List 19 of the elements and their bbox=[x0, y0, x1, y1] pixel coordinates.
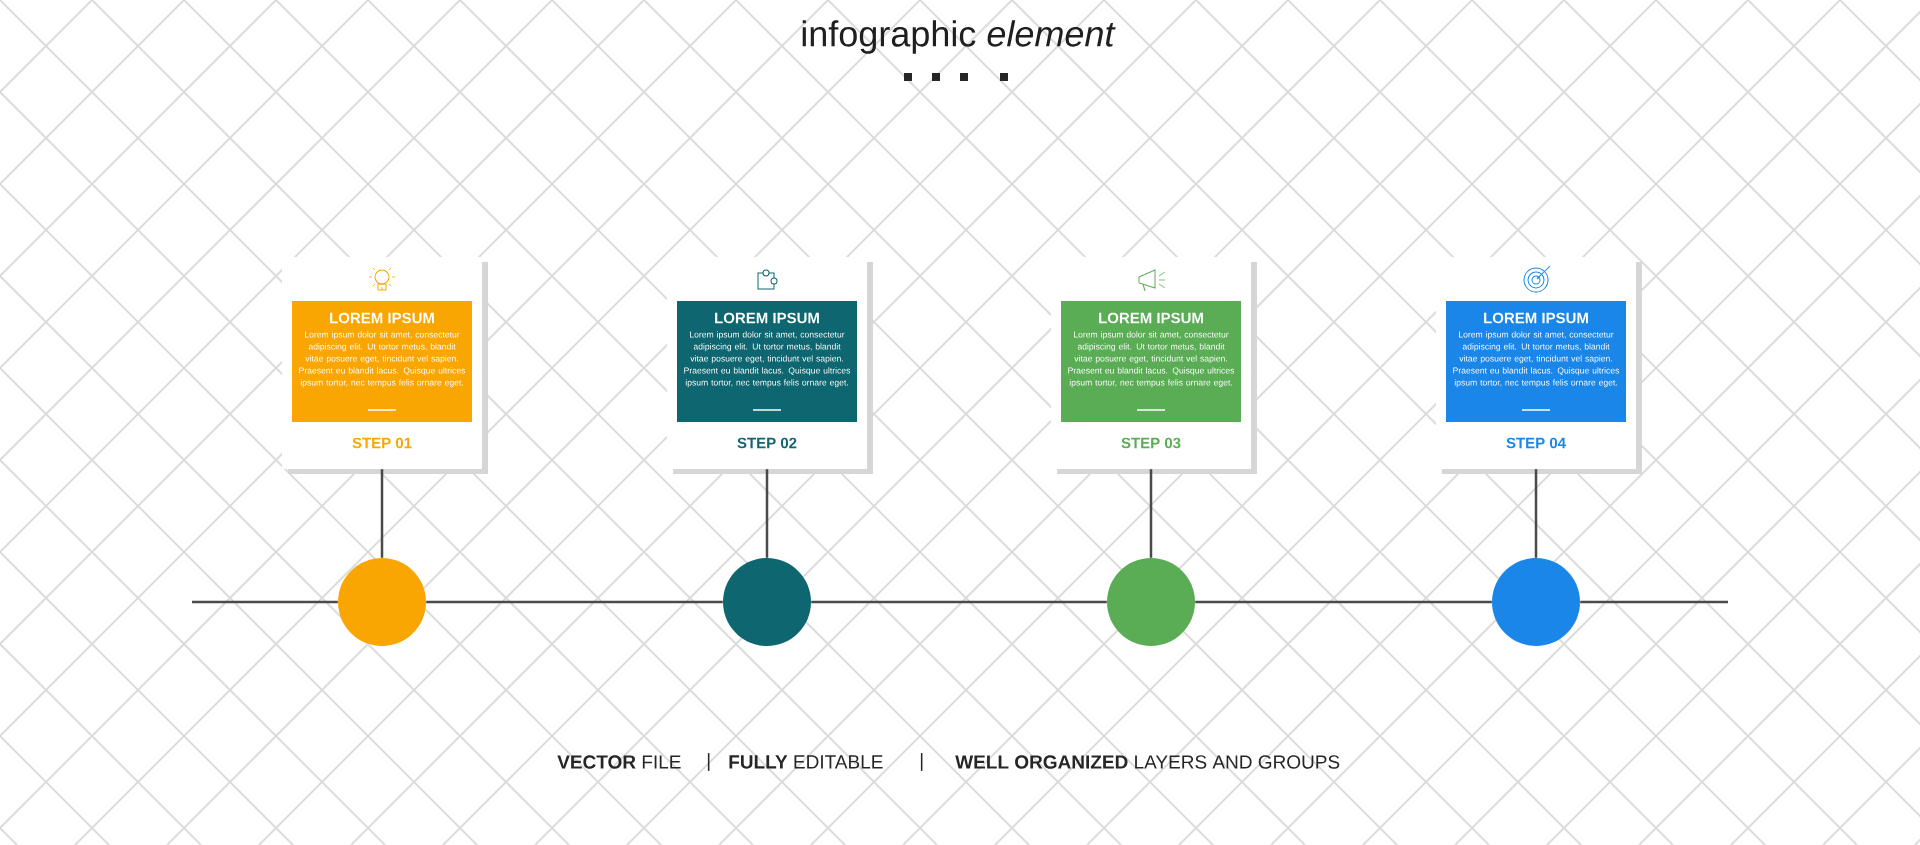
timeline-line bbox=[1195, 600, 1492, 604]
connector-line bbox=[380, 469, 384, 558]
separator: | bbox=[707, 753, 710, 771]
footer-text: VECTOR FILE bbox=[557, 755, 681, 769]
timeline-circle bbox=[1492, 558, 1580, 646]
connector-line bbox=[1149, 469, 1153, 558]
timeline-line bbox=[192, 600, 338, 604]
timeline-circle bbox=[338, 558, 426, 646]
title: infographic element bbox=[802, 20, 1116, 54]
connector-line bbox=[765, 469, 769, 558]
connector-line bbox=[1534, 469, 1538, 558]
separator: | bbox=[920, 753, 923, 771]
timeline-line bbox=[426, 600, 723, 604]
timeline-line bbox=[1580, 600, 1728, 604]
footer-text: FULLY EDITABLE bbox=[729, 755, 883, 769]
timeline-circle bbox=[1107, 558, 1195, 646]
footer-text: WELL ORGANIZED LAYERS AND GROUPS bbox=[955, 755, 1340, 769]
timeline-circle bbox=[723, 558, 811, 646]
timeline-line bbox=[811, 600, 1107, 604]
